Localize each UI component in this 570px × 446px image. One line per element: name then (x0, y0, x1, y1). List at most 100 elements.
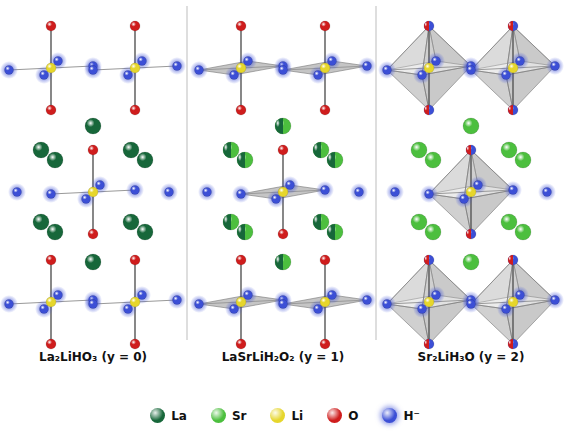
hydride-ion (418, 71, 427, 80)
hydride-ion (47, 190, 56, 199)
oxide-ion (236, 255, 246, 265)
legend-swatch (150, 408, 165, 423)
oxide-ion (320, 255, 330, 265)
lithium-ion (236, 297, 246, 307)
mixed-anion-half (424, 339, 429, 349)
hydride-ion (5, 66, 14, 75)
oxide-ion (46, 339, 56, 349)
hydride-glow (232, 185, 250, 203)
lanthanum-ion (33, 214, 49, 230)
legend-swatch (382, 408, 397, 423)
panel-divider (187, 6, 188, 340)
oxide-ion (320, 105, 330, 115)
hydride-glow (316, 181, 334, 199)
hydride-ion (54, 57, 63, 66)
mixed-cation-half (313, 142, 321, 158)
hydride-ion (418, 305, 427, 314)
hydride-ion (516, 291, 525, 300)
mixed-anion (424, 339, 434, 349)
hydride-glow (126, 181, 144, 199)
mixed-cation (313, 214, 329, 230)
formula-caption: LaSrLiH₂O₂ (y = 1) (222, 350, 345, 364)
hydride-ion (173, 62, 182, 71)
lithium-ion (508, 297, 518, 307)
hydride-ion (237, 190, 246, 199)
hydride-ion (328, 57, 337, 66)
hydride-ion (314, 71, 323, 80)
hydride-glow (84, 295, 102, 313)
legend-swatch (327, 408, 342, 423)
square-plane (283, 295, 367, 309)
hydride-glow (190, 61, 208, 79)
mixed-cation (237, 152, 253, 168)
mixed-anion-half (424, 21, 429, 31)
oxide-ion (88, 145, 98, 155)
lithium-ion (508, 63, 518, 73)
hydride-ion (432, 57, 441, 66)
lanthanum-ion (123, 142, 139, 158)
lithium-ion (236, 63, 246, 73)
hydride-glow (8, 183, 26, 201)
oxide-ion (130, 339, 140, 349)
legend-item: Li (270, 408, 303, 423)
mixed-anion (466, 229, 476, 239)
hydride-ion (328, 291, 337, 300)
legend-label: H⁻ (403, 409, 419, 423)
hydride-glow (168, 291, 186, 309)
mixed-anion-half (508, 339, 513, 349)
mixed-cation (275, 118, 291, 134)
hydride-ion (40, 71, 49, 80)
formula-caption: La₂LiHO₃ (y = 0) (39, 350, 147, 364)
hydride-ion (54, 291, 63, 300)
hydride-ion (195, 66, 204, 75)
strontium-ion (411, 214, 427, 230)
oxide-ion (236, 21, 246, 31)
hydride-glow (378, 61, 396, 79)
strontium-ion (515, 152, 531, 168)
lanthanum-ion (137, 224, 153, 240)
hydride-glow (420, 185, 438, 203)
hydride-glow (84, 61, 102, 79)
hydride-glow (0, 61, 18, 79)
hydride-glow (274, 61, 292, 79)
hydride-ion (467, 300, 476, 309)
mixed-cation-half (237, 224, 245, 240)
hydride-glow (358, 57, 376, 75)
hydride-ion (551, 62, 560, 71)
legend-item: O (327, 408, 358, 423)
hydride-glow (378, 295, 396, 313)
mixed-anion-half (466, 229, 471, 239)
hydride-ion (89, 300, 98, 309)
mixed-cation-half (237, 152, 245, 168)
oxide-ion (130, 21, 140, 31)
mixed-anion (466, 145, 476, 155)
strontium-ion (515, 224, 531, 240)
hydride-glow (190, 295, 208, 313)
strontium-ion (425, 152, 441, 168)
lanthanum-ion (85, 118, 101, 134)
legend-label: Sr (232, 409, 247, 423)
lithium-ion (466, 187, 476, 197)
mixed-cation (275, 254, 291, 270)
hydride-ion (13, 188, 22, 197)
mixed-cation-half (223, 142, 231, 158)
panel-divider (376, 6, 377, 340)
mixed-anion (424, 255, 434, 265)
legend: LaSrLiOH⁻ (0, 408, 570, 423)
mixed-cation-half (313, 214, 321, 230)
square-plane (199, 61, 283, 75)
mixed-cation-half (327, 152, 335, 168)
oxide-ion (88, 229, 98, 239)
hydride-ion (203, 188, 212, 197)
hydride-glow (160, 183, 178, 201)
hydride-ion (173, 296, 182, 305)
strontium-ion (411, 142, 427, 158)
lithium-ion (88, 187, 98, 197)
hydride-ion (279, 66, 288, 75)
mixed-cation (327, 224, 343, 240)
hydride-ion (383, 66, 392, 75)
mixed-cation-half (275, 254, 283, 270)
hydride-glow (0, 295, 18, 313)
mixed-anion-half (424, 255, 429, 265)
